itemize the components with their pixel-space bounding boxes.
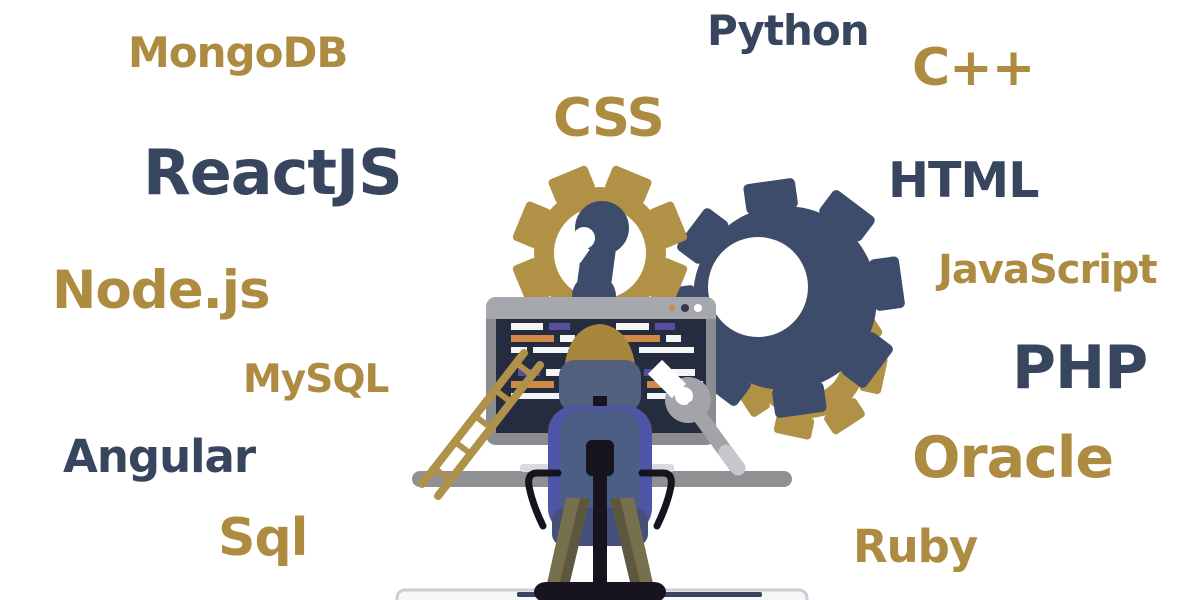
- language-label-cpp: C++: [912, 38, 1035, 98]
- language-label-mongodb: MongoDB: [128, 28, 348, 77]
- language-label-javascript: JavaScript: [938, 247, 1158, 293]
- language-label-sql: Sql: [218, 508, 308, 568]
- language-label-python: Python: [707, 6, 870, 55]
- window-dot-navy-icon: [681, 304, 689, 312]
- language-label-css: CSS: [553, 88, 665, 149]
- left-armrest: [525, 469, 562, 530]
- language-label-reactjs: ReactJS: [143, 136, 403, 209]
- ladder-icon: [418, 349, 544, 500]
- window-dot-white-icon: [694, 304, 702, 312]
- right-armrest: [638, 469, 675, 530]
- language-label-angular: Angular: [63, 430, 256, 483]
- chair-headrest: [559, 360, 641, 412]
- developer-in-chair: [525, 324, 675, 600]
- language-label-nodejs: Node.js: [52, 260, 270, 321]
- language-label-ruby: Ruby: [853, 520, 978, 573]
- language-label-mysql: MySQL: [243, 357, 389, 402]
- chair-pole: [593, 440, 607, 596]
- chair-base: [534, 582, 666, 600]
- language-label-php: PHP: [1012, 333, 1148, 403]
- language-label-html: HTML: [888, 152, 1039, 209]
- window-dot-orange-icon: [669, 305, 675, 311]
- wrench-icon: [647, 359, 746, 476]
- language-label-oracle: Oracle: [912, 425, 1114, 491]
